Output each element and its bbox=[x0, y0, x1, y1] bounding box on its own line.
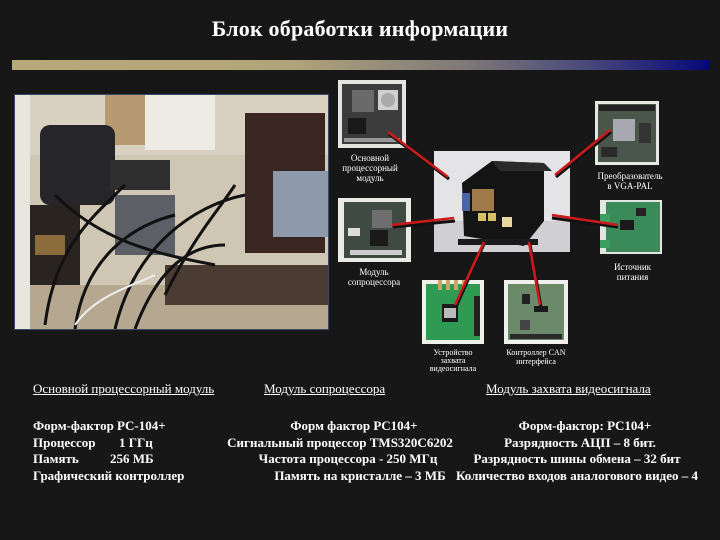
spec-row: Форм-фактор: PC104+ bbox=[518, 418, 652, 433]
spec-row: Разрядность шины обмена – 32 бит bbox=[473, 451, 681, 466]
caption-line: питания bbox=[616, 272, 649, 282]
main-cpu-spec-heading: Основной процессорный модуль bbox=[33, 381, 215, 396]
caption-line: интерфейса bbox=[516, 357, 556, 366]
vga-pal-caption: Преобразователь в VGA-PAL bbox=[585, 171, 675, 191]
power-supply-photo bbox=[600, 200, 662, 254]
caption-line: Преобразователь bbox=[597, 171, 663, 181]
spec-row: Память 256 МБ bbox=[33, 451, 184, 468]
installation-photo bbox=[14, 94, 329, 330]
caption-line: Модуль bbox=[359, 267, 389, 277]
coprocessor-spec-list: Форм фактор PC104+ Сигнальный процессор … bbox=[205, 418, 475, 484]
video-capture-caption: Устройство захвата видеосигнала bbox=[418, 349, 488, 373]
processing-unit-photo bbox=[434, 151, 570, 252]
caption-line: Источник bbox=[613, 262, 652, 272]
spec-value: 256 МБ bbox=[110, 451, 154, 466]
vga-pal-converter-photo bbox=[595, 101, 659, 165]
spec-row: Графический контроллер bbox=[33, 468, 184, 485]
spec-row: Частота процессора - 250 МГц bbox=[258, 451, 438, 466]
video-capture-spec-list: Форм-фактор: PC104+ Разрядность АЦП – 8 … bbox=[432, 418, 720, 484]
spec-row: Форм-фактор PC-104+ bbox=[33, 418, 184, 435]
can-controller-photo bbox=[504, 280, 568, 344]
main-cpu-module-photo bbox=[338, 80, 406, 148]
main-cpu-module-caption: Основной процессорный модуль bbox=[330, 153, 410, 183]
spec-key: Память bbox=[33, 451, 79, 466]
caption-line: захвата bbox=[440, 356, 466, 365]
caption-line: модуль bbox=[356, 173, 384, 183]
caption-line: Контроллер CAN bbox=[506, 348, 566, 357]
spec-key: Процессор bbox=[33, 434, 96, 450]
spec-row: Количество входов аналогового видео – 4 bbox=[456, 467, 698, 483]
coprocessor-spec-heading: Модуль сопроцессора bbox=[264, 381, 386, 396]
caption-line: Основной bbox=[350, 153, 390, 163]
spec-row: Форм фактор PC104+ bbox=[290, 418, 418, 433]
video-capture-spec-heading: Модуль захвата видеосигнала bbox=[486, 381, 651, 396]
spec-row: Разрядность АЦП – 8 бит. bbox=[504, 434, 656, 450]
slide-title: Блок обработки информации bbox=[211, 16, 509, 41]
spec-key: Графический контроллер bbox=[33, 467, 185, 483]
power-supply-caption: Источник питания bbox=[595, 262, 670, 282]
spec-row: Процессор 1 ГГц bbox=[33, 435, 184, 452]
coprocessor-module-photo bbox=[338, 198, 411, 262]
caption-line: сопроцессора bbox=[347, 277, 401, 287]
spec-key: Форм-фактор PC-104+ bbox=[33, 418, 166, 433]
spec-value: 1 ГГц bbox=[119, 434, 153, 450]
main-cpu-spec-list: Форм-фактор PC-104+ Процессор 1 ГГц Памят… bbox=[33, 418, 184, 484]
video-capture-device-photo bbox=[422, 280, 484, 344]
caption-line: процессорный bbox=[342, 163, 398, 173]
can-controller-caption: Контроллер CAN интерфейса bbox=[496, 348, 576, 366]
spec-row: Память на кристалле – 3 МБ bbox=[274, 467, 446, 483]
caption-line: в VGA-PAL bbox=[607, 181, 653, 191]
spec-row: Сигнальный процессор TMS320C6202 bbox=[227, 434, 453, 450]
caption-line: Устройство bbox=[433, 348, 473, 357]
coprocessor-caption: Модуль сопроцессора bbox=[334, 267, 414, 287]
header-accent-bar bbox=[12, 60, 710, 70]
caption-line: видеосигнала bbox=[429, 364, 477, 373]
